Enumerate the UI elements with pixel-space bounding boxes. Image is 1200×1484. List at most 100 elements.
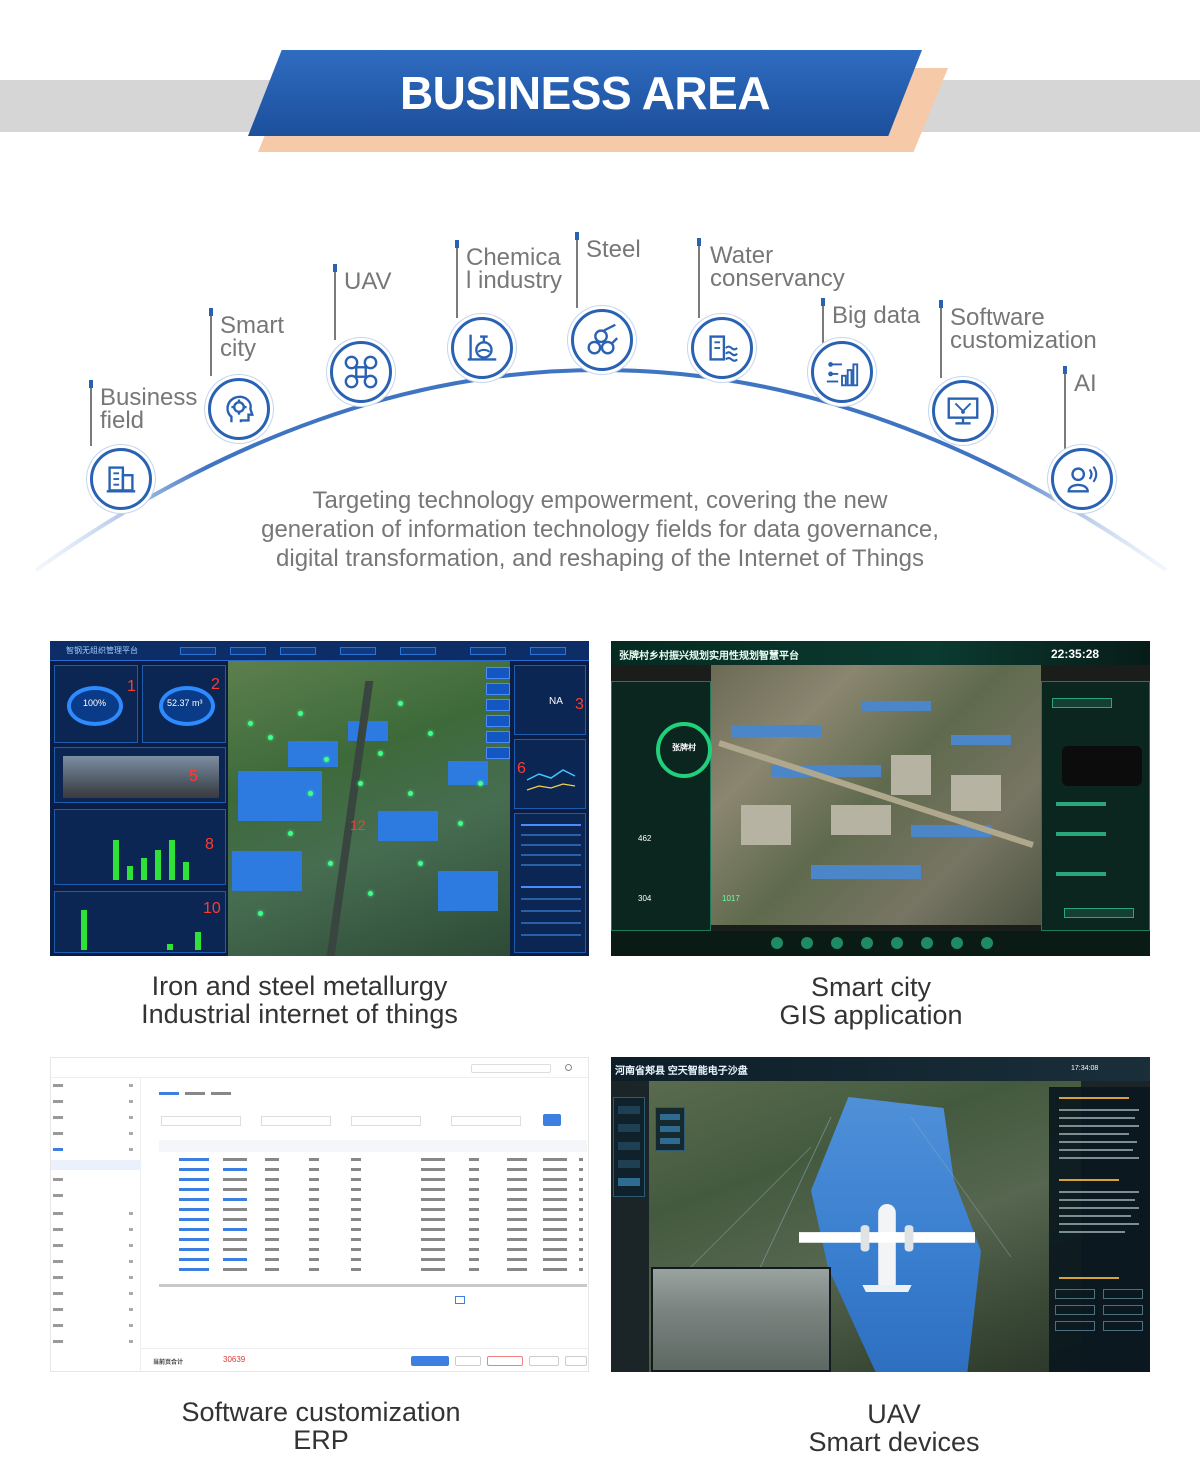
pin-ai: [1063, 366, 1067, 452]
erp-table-cell: [179, 1208, 209, 1211]
steel-nav-button: [280, 647, 316, 655]
erp-table-cell: [351, 1238, 361, 1241]
caption-erp: Software customization ERP: [181, 1397, 461, 1455]
erp-table-cell: [309, 1248, 319, 1251]
erp-table-cell: [507, 1268, 527, 1271]
pin-water: [697, 238, 701, 318]
node-bigdata[interactable]: [811, 341, 873, 403]
label-bigdata: Big data: [832, 302, 921, 329]
erp-table-cell: [469, 1188, 479, 1191]
erp-table-cell: [265, 1188, 279, 1191]
city-block: [891, 755, 931, 795]
erp-table-cell: [223, 1158, 247, 1161]
erp-table-cell: [223, 1258, 247, 1261]
pin-chemical: [455, 240, 459, 318]
steel-bar: [127, 866, 133, 880]
pin-steel: [575, 232, 579, 308]
city-roof: [951, 735, 1011, 745]
erp-table-cell: [579, 1228, 583, 1231]
erp-total-value: 30639: [223, 1355, 246, 1364]
node-uav[interactable]: [330, 341, 392, 403]
erp-table-cell: [223, 1198, 247, 1201]
erp-table-cell: [265, 1228, 279, 1231]
erp-table-cell: [223, 1268, 247, 1271]
erp-table-cell: [309, 1198, 319, 1201]
erp-table-cell: [309, 1188, 319, 1191]
city-stat: 1017: [722, 894, 740, 903]
erp-table-cell: [543, 1218, 567, 1221]
water-building-icon: [709, 335, 738, 362]
erp-table-cell: [543, 1168, 567, 1171]
erp-table-cell: [223, 1248, 247, 1251]
erp-table-cell: [179, 1238, 209, 1241]
city-block: [951, 775, 1001, 811]
erp-table-cell: [507, 1238, 527, 1241]
node-ai[interactable]: [1051, 448, 1113, 510]
city-aerial-view: [711, 665, 1041, 925]
city-roof: [861, 701, 931, 711]
steel-building: [348, 721, 388, 741]
steel-3d-plant-view: 12: [228, 661, 510, 956]
node-steel[interactable]: [571, 309, 633, 371]
steel-camera-panel: 5: [54, 747, 226, 803]
label-ai: AI: [1074, 370, 1097, 397]
erp-table-cell: [579, 1188, 583, 1191]
steel-bar: [195, 932, 201, 950]
steel-table-panel: [514, 813, 586, 953]
erp-table-header: [159, 1140, 587, 1152]
erp-table-cell: [421, 1258, 445, 1261]
erp-table-cell: [469, 1258, 479, 1261]
erp-table-cell: [421, 1158, 445, 1161]
erp-table-cell: [265, 1258, 279, 1261]
steel-pipes-icon: [587, 323, 619, 355]
steel-bar-panel: 10: [54, 891, 226, 953]
node-chemical[interactable]: [451, 317, 513, 379]
erp-table-cell: [351, 1208, 361, 1211]
city-clock: 22:35:28: [1051, 647, 1100, 661]
erp-footer: 当前页合计 30639: [141, 1348, 588, 1371]
erp-table-cell: [507, 1168, 527, 1171]
node-business[interactable]: [90, 448, 152, 510]
header-tab: BUSINESS AREA: [248, 50, 922, 136]
erp-table-cell: [351, 1228, 361, 1231]
node-smartcity[interactable]: [208, 378, 270, 440]
steel-readout-panel: NA 3: [514, 665, 586, 735]
erp-table-cell: [507, 1188, 527, 1191]
steel-nav-button: [340, 647, 376, 655]
erp-table-cell: [469, 1248, 479, 1251]
steel-marker: 3: [575, 696, 584, 713]
steel-nav-button: [530, 647, 566, 655]
erp-table-cell: [421, 1208, 445, 1211]
city-roof: [811, 865, 921, 879]
monitor-icon: [947, 397, 979, 425]
erp-table-cell: [265, 1158, 279, 1161]
steel-building: [238, 771, 322, 821]
erp-table-cell: [179, 1218, 209, 1221]
erp-table-cell: [421, 1188, 445, 1191]
steel-line-chart: [526, 769, 576, 791]
pin-smartcity: [209, 308, 213, 376]
erp-table-cell: [507, 1198, 527, 1201]
steel-nav-button: [400, 647, 436, 655]
city-block: [831, 805, 891, 835]
steel-bar: [183, 862, 189, 880]
erp-table-cell: [265, 1238, 279, 1241]
node-software[interactable]: [932, 380, 994, 442]
uav-aircraft-icon: [799, 1204, 975, 1292]
steel-building: [438, 871, 498, 911]
erp-table-cell: [179, 1248, 209, 1251]
erp-table-cell: [421, 1268, 445, 1271]
node-water[interactable]: [691, 317, 753, 379]
steel-gauge-panel: 100% 1: [54, 665, 138, 743]
erp-table-cell: [469, 1268, 479, 1271]
uav-right-panel: [1049, 1087, 1150, 1372]
erp-table-cell: [223, 1218, 247, 1221]
ai-voice-icon: [1067, 466, 1098, 493]
erp-table-cell: [179, 1178, 209, 1181]
pin-software: [939, 300, 943, 378]
erp-sidebar: [51, 1078, 141, 1371]
city-stat: 304: [638, 894, 652, 903]
erp-table-cell: [579, 1168, 583, 1171]
erp-table-cell: [309, 1178, 319, 1181]
